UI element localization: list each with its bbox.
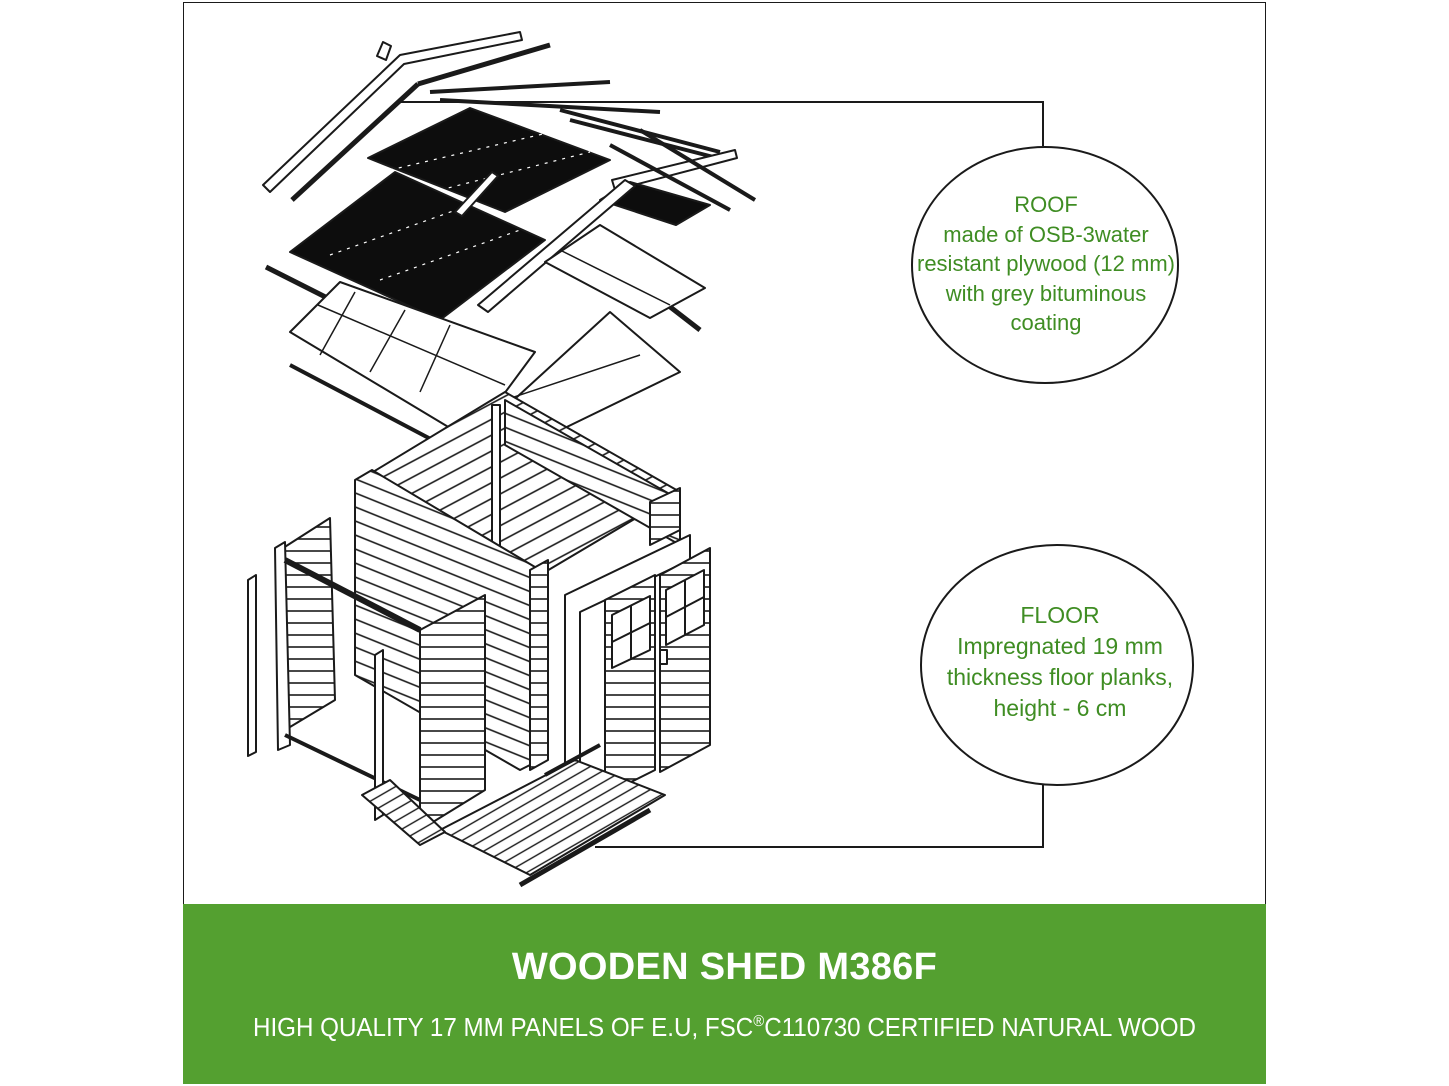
front-wall-panel xyxy=(419,594,486,831)
floor-callout-text: FLOOR Impregnated 19 mm thickness floor … xyxy=(930,600,1190,724)
roof-callout-heading: ROOF xyxy=(1014,192,1078,217)
footer-banner: WOODEN SHED M386F HIGH QUALITY 17 MM PAN… xyxy=(183,904,1266,1084)
roof-plywood-sheet-right xyxy=(544,224,706,319)
roof-callout-text: ROOF made of OSB-3water resistant plywoo… xyxy=(912,190,1180,338)
roof-bitumen-sheet-lower xyxy=(289,171,546,321)
door-frame-left xyxy=(374,649,384,821)
roof-trim-right xyxy=(611,149,738,191)
floor-callout-line: height - 6 cm xyxy=(993,695,1127,721)
floor-callout-line: thickness floor planks, xyxy=(946,664,1174,690)
roof-callout-line: resistant plywood (12 mm) xyxy=(917,251,1175,276)
center-post xyxy=(491,404,501,561)
wall-assembly xyxy=(247,391,711,831)
corner-post-left xyxy=(247,574,257,757)
product-subtitle: HIGH QUALITY 17 MM PANELS OF E.U, FSC®C1… xyxy=(221,1012,1228,1043)
floor-assembly xyxy=(361,743,666,888)
roof-callout-line: coating xyxy=(1010,310,1082,335)
front-left-frame xyxy=(274,541,291,751)
roof-callout-line: made of OSB-3water xyxy=(943,221,1149,247)
product-title: WOODEN SHED M386F xyxy=(511,946,938,988)
roof-callout-circle xyxy=(911,146,1179,384)
floor-planks xyxy=(439,759,666,876)
roof-bitumen-sheet-upper xyxy=(367,107,611,213)
floor-joist xyxy=(361,779,446,846)
roof-connector-line xyxy=(400,101,1044,146)
door-handle xyxy=(659,649,668,665)
subtitle-text-before: HIGH QUALITY 17 MM PANELS OF E.U, FSC xyxy=(252,1012,754,1042)
shed-exploded-diagram xyxy=(247,31,1194,888)
wall-post xyxy=(529,559,549,771)
registered-mark: ® xyxy=(753,1013,765,1030)
ridge-trim-small xyxy=(376,41,392,61)
ridge-trim xyxy=(262,31,523,193)
floor-connector-line xyxy=(595,784,1044,848)
floor-callout-circle xyxy=(920,544,1194,786)
floor-callout-line: Impregnated 19 mm xyxy=(957,633,1163,659)
rafter xyxy=(454,171,499,217)
subtitle-text-after: C110730 CERTIFIED NATURAL WOOD xyxy=(764,1012,1197,1042)
floor-callout-heading: FLOOR xyxy=(1020,602,1100,628)
ridge-beam xyxy=(477,179,636,313)
right-gable-stub xyxy=(649,487,681,546)
roof-callout-line: with grey bituminous xyxy=(945,280,1147,306)
roof-plywood-sheet-left xyxy=(289,281,536,441)
